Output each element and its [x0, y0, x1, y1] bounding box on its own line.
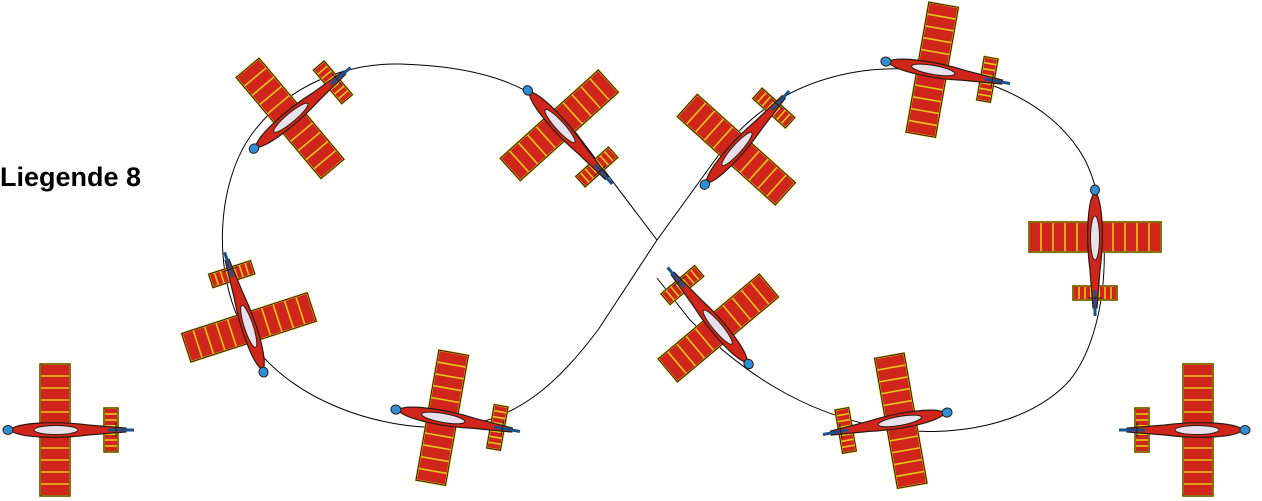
plane-right-loop-top — [870, 0, 1022, 148]
plane-entry-left — [3, 364, 134, 496]
diagram-title: Liegende 8 — [0, 162, 141, 193]
plane-right-loop-right — [1029, 185, 1161, 316]
plane-left-loop-top-crossing — [475, 43, 661, 229]
plane-right-loop-lower-crossing — [617, 225, 802, 410]
plane-right-loop-bottom — [812, 347, 964, 500]
flight-path — [222, 64, 1104, 432]
planes-layer — [3, 0, 1250, 499]
plane-left-loop-upper-left — [208, 17, 393, 202]
plane-left-loop-bottom — [380, 344, 532, 497]
plane-right-loop-top-crossing — [652, 47, 838, 233]
plane-left-loop-lower-left — [162, 232, 328, 397]
plane-exit-right — [1119, 364, 1250, 496]
